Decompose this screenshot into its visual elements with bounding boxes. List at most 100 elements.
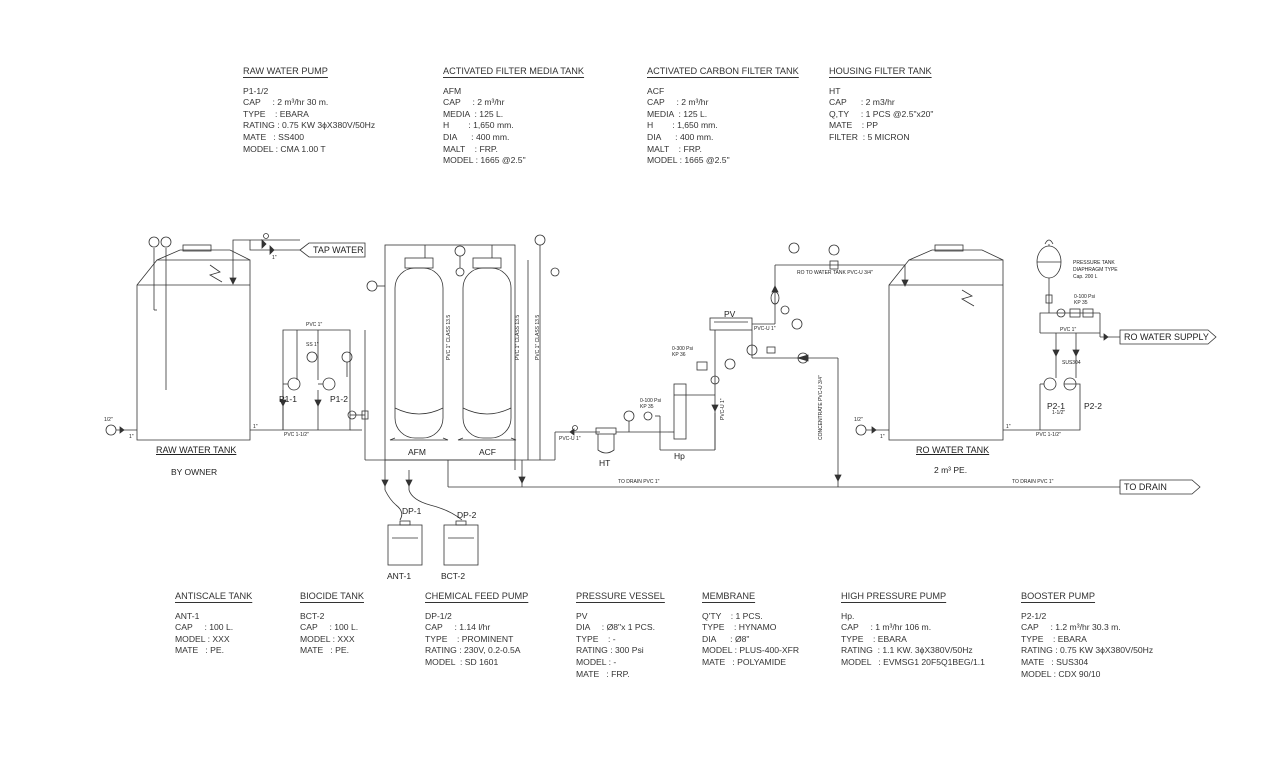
pressure-tank-label-3: Cap. 200 L: [1073, 274, 1098, 280]
spec-line: TYPE : EBARA: [1021, 633, 1087, 644]
spec-line: CAP : 2 m³/hr: [443, 97, 505, 108]
to-drain-pipe-label-2: TO DRAIN PVC 1": [1012, 479, 1054, 485]
spec-line: H : 1,650 mm.: [443, 120, 514, 131]
dp1-label: DP-1: [402, 506, 422, 516]
spec-line: TYPE : EBARA: [841, 633, 907, 644]
spec-line: BCT-2: [300, 610, 325, 621]
spec-title: HOUSING FILTER TANK: [829, 66, 932, 76]
pipe-label: PVC 1": [1060, 327, 1077, 333]
afm-vessel: [389, 257, 449, 441]
spec-line: TYPE : EBARA: [243, 108, 309, 119]
p1-1-label: P1-1: [279, 394, 297, 404]
pipe-label: PVC 1" CLASS 13.5: [535, 314, 541, 360]
spec-line: MODEL : 1665 @2.5": [443, 155, 526, 166]
spec-line: RATING : 300 Psi: [576, 645, 644, 656]
pipe-label: PVC 1-1/2": [1036, 432, 1061, 438]
pipe-label: PVC-U 1": [720, 398, 726, 420]
afm-label: AFM: [408, 447, 426, 457]
spec-line: MATE : FRP.: [576, 668, 630, 679]
spec-line: CAP : 2 m³/hr 30 m.: [243, 97, 329, 108]
spec-line: CAP : 2 m³/hr: [647, 97, 709, 108]
spec-title: RAW WATER PUMP: [243, 66, 328, 76]
spec-line: MATE : PE.: [300, 645, 350, 656]
spec-line: CAP : 1.2 m³/hr 30.3 m.: [1021, 622, 1121, 633]
spec-line: MODEL : -: [576, 656, 617, 667]
housing-filter-icon: [595, 427, 617, 435]
pressure-tank-label-1: PRESSURE TANK: [1073, 260, 1115, 266]
gauge-label: 0-300 Psi: [672, 346, 694, 352]
spec-line: P1-1/2: [243, 85, 269, 96]
spec-line: Q,TY : 1 PCS @2.5"x20": [829, 108, 934, 119]
spec-line: DIA : 400 mm.: [443, 131, 510, 142]
pipe-label: 1": [880, 434, 885, 440]
concentrate-pipe-label: CONCENTRATE PVC-U 3/4": [818, 375, 824, 440]
pipe-label: SS 1": [306, 342, 319, 348]
spec-line: MODEL : EVMSG1 20F5Q1BEG/1.1: [841, 656, 985, 667]
raw-water-tank: [136, 244, 251, 441]
spec-line: AFM: [443, 85, 462, 96]
spec-line: MEDIA : 125 L.: [443, 108, 504, 119]
spec-line: MODEL : PLUS-400-XFR: [702, 645, 800, 656]
spec-line: CAP : 2 m3/hr: [829, 97, 895, 108]
spec-line: FILTER : 5 MICRON: [829, 131, 910, 142]
spec-title: MEMBRANE: [702, 591, 756, 601]
spec-high-pressure-pump: HIGH PRESSURE PUMP Hp.CAP : 1 m³/hr 106 m…: [841, 591, 985, 669]
spec-line: Hp.: [841, 610, 855, 621]
dp2-label: DP-2: [457, 510, 477, 520]
pressure-tank-label-2: DIAPHRAGM TYPE: [1073, 267, 1118, 273]
spec-title: CHEMICAL FEED PUMP: [425, 591, 529, 601]
pipe-label: 1-1/2": [1052, 410, 1066, 416]
hp-label: Hp: [674, 451, 685, 461]
ro-water-supply-flag: [1119, 329, 1217, 345]
spec-line: CAP : 1 m³/hr 106 m.: [841, 622, 932, 633]
ro-tank-cap-label: 2 m³ PE.: [934, 465, 968, 475]
level-switch-icon: [160, 236, 172, 248]
pipe-label: 1/2": [104, 417, 113, 423]
bct2-label: BCT-2: [441, 571, 466, 581]
to-drain-label: TO DRAIN: [1124, 482, 1167, 492]
pipe-label: PVC 1": [306, 322, 323, 328]
pipe-label: 1": [1006, 424, 1011, 430]
spec-line: DIA : Ø8"x 1 PCS.: [576, 622, 655, 633]
gauge-label: KP 36: [672, 352, 686, 358]
ro-water-supply-label: RO WATER SUPPLY: [1124, 332, 1209, 342]
pv-label: PV: [724, 309, 736, 319]
tap-water-flag: [299, 242, 366, 258]
gauge-label: KP 35: [1074, 300, 1088, 306]
spec-line: RATING : 230V, 0.2-0.5A: [425, 645, 521, 656]
spec-line: RATING : 0.75 KW 3ϕX380V/50Hz: [1021, 645, 1154, 656]
gauge-label: 0-100 Psi: [1074, 294, 1096, 300]
spec-line: MALT : FRP.: [647, 143, 702, 154]
ht-label: HT: [599, 458, 611, 468]
spec-line: HT: [829, 85, 841, 96]
spec-title: PRESSURE VESSEL: [576, 591, 665, 601]
spec-title: ANTISCALE TANK: [175, 591, 253, 601]
pipe-label: PVC-U 1": [754, 326, 776, 332]
spec-line: MODEL : XXX: [175, 633, 230, 644]
spec-line: MODEL : 1665 @2.5": [647, 155, 730, 166]
raw-water-tank-label: RAW WATER TANK: [156, 445, 237, 455]
spec-line: DP-1/2: [425, 610, 452, 621]
spec-line: MATE : PE.: [175, 645, 225, 656]
ro-water-tank: [888, 244, 1004, 441]
spec-line: ANT-1: [175, 610, 200, 621]
p1-2-label: P1-2: [330, 394, 348, 404]
spec-title: BIOCIDE TANK: [300, 591, 364, 601]
acf-vessel: [457, 257, 517, 441]
spec-line: MALT : FRP.: [443, 143, 498, 154]
spec-title: ACTIVATED FILTER MEDIA TANK: [443, 66, 585, 76]
spec-line: MATE : SUS304: [1021, 656, 1089, 667]
spec-line: H : 1,650 mm.: [647, 120, 718, 131]
pipe-label: 1": [272, 255, 277, 261]
spec-title: HIGH PRESSURE PUMP: [841, 591, 947, 601]
ro-to-tank-pipe-label: RO TO WATER TANK PVC-U 3/4": [797, 270, 873, 276]
p2-2-label: P2-2: [1084, 401, 1102, 411]
